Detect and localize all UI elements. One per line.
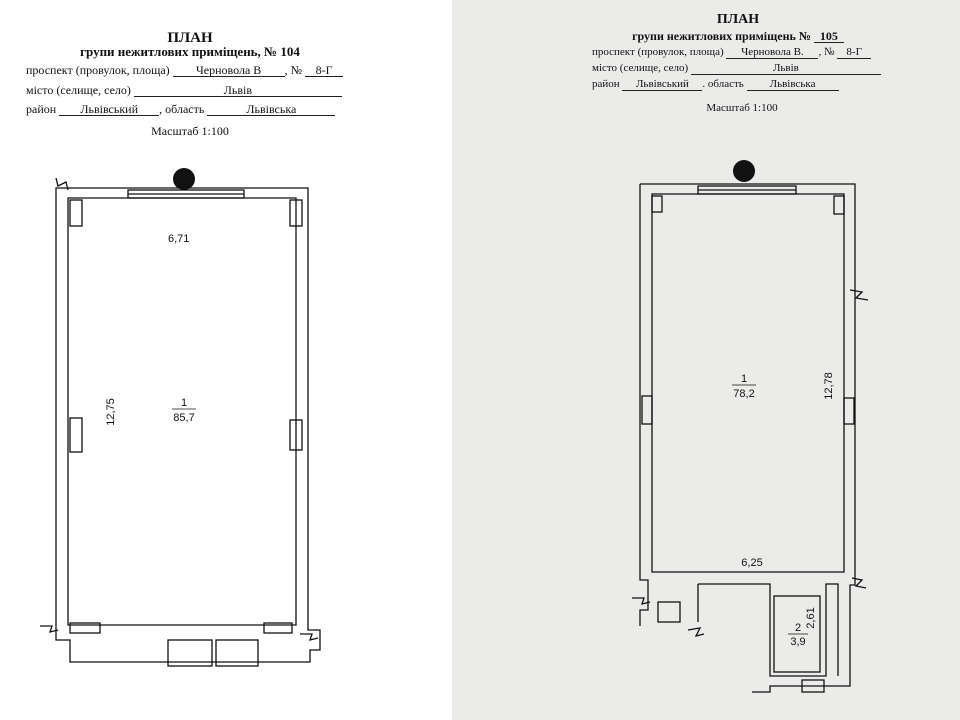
city-value: Львів: [690, 62, 881, 75]
house-value: 8-Г: [305, 64, 344, 77]
district-line: район Львівський. область Львівська: [592, 78, 839, 91]
plan-subtitle: групи нежитлових приміщень № 105: [452, 29, 960, 44]
street-value: Черновола В: [172, 64, 285, 77]
street-line: проспект (провулок, площа) Черновола В.,…: [592, 46, 872, 59]
district-label: район: [592, 78, 620, 90]
street-line: проспект (провулок, площа) Черновола В, …: [26, 63, 344, 78]
outer-wall: [639, 184, 649, 626]
fixture: [167, 639, 213, 667]
city-label: місто (селище, село): [26, 83, 131, 97]
break-line: [300, 633, 319, 641]
city-line: місто (селище, село) Львів: [592, 62, 881, 75]
pilaster: [641, 395, 653, 425]
city-label: місто (селище, село): [592, 62, 689, 74]
region-value: Львівська: [746, 78, 839, 91]
house-value: 8-Г: [837, 46, 872, 59]
street-label: проспект (провулок, площа): [26, 63, 170, 77]
pilaster: [289, 419, 303, 451]
break-line: [55, 177, 69, 191]
district-label: район: [26, 102, 57, 116]
pilaster: [843, 397, 855, 425]
house-label: , №: [284, 63, 303, 77]
city-line: місто (селище, село) Львів: [26, 83, 342, 98]
pilaster: [69, 199, 83, 227]
pilaster: [833, 195, 845, 215]
inner-wall: [651, 193, 845, 573]
pilaster: [69, 622, 101, 634]
pilaster: [69, 417, 83, 453]
district-line: район Львівський, область Львівська: [26, 102, 336, 117]
break-line: [40, 625, 59, 633]
floor-plan-105: 12,78 1 78,2 6,25 2 3,9 2,61: [632, 160, 869, 694]
outer-wall: [55, 187, 321, 663]
subtitle-prefix: групи нежитлових приміщень, №: [80, 44, 278, 59]
premises-number: 104: [280, 44, 300, 59]
street-label: проспект (провулок, площа): [592, 46, 724, 58]
pilaster: [263, 622, 293, 634]
length-dimension: 12,75: [105, 398, 117, 426]
fixture: [657, 601, 681, 623]
annex-wall: [698, 583, 839, 677]
outer-wall: [638, 184, 854, 694]
room-1-area: 78,2: [733, 388, 754, 400]
plan-title: ПЛАН: [167, 30, 213, 46]
house-label: , №: [818, 46, 835, 58]
region-label: . область: [702, 78, 744, 90]
break-line: [632, 597, 651, 605]
fixture: [215, 639, 259, 667]
pilaster: [289, 199, 303, 227]
floor-plan-104: 6,71 12,75 1 85,7: [40, 168, 321, 667]
scale-label: Масштаб 1:100: [151, 124, 229, 138]
room-2-area: 3,9: [790, 636, 805, 648]
room-area: 85,7: [173, 412, 194, 424]
north-marker: [733, 160, 755, 182]
room-2-number: 2: [795, 622, 801, 634]
region-value: Львівська: [207, 103, 336, 116]
district-value: Львівський: [622, 78, 703, 91]
plan-title: ПЛАН: [716, 12, 760, 27]
fixture: [801, 679, 825, 693]
plan-sheet-105: ПЛАН групи нежитлових приміщень № 105 пр…: [452, 0, 960, 720]
north-marker: [173, 168, 195, 190]
pilaster: [651, 195, 663, 213]
plan-sheet-104: ПЛАН групи нежитлових приміщень, № 104 п…: [0, 0, 452, 720]
outer-wall: [640, 183, 856, 693]
room-2-wall: [773, 595, 821, 673]
width-dimension: 6,71: [168, 233, 189, 245]
width-dimension: 6,25: [741, 557, 762, 569]
premises-number: 105: [813, 30, 844, 43]
break-line: [851, 577, 867, 589]
room-2-dimension: 2,61: [805, 607, 817, 628]
district-value: Львівський: [59, 103, 160, 116]
city-value: Львів: [133, 84, 342, 97]
region-label: , область: [159, 102, 205, 116]
room-number: 1: [181, 397, 187, 409]
length-dimension: 12,78: [823, 372, 835, 400]
street-value: Черновола В.: [726, 46, 819, 59]
scale-label: Масштаб 1:100: [706, 102, 778, 114]
break-line: [687, 627, 705, 637]
plan-subtitle: групи нежитлових приміщень, № 104: [0, 44, 380, 60]
room-1-number: 1: [741, 373, 747, 385]
break-line: [849, 289, 869, 301]
subtitle-prefix: групи нежитлових приміщень №: [632, 29, 811, 43]
